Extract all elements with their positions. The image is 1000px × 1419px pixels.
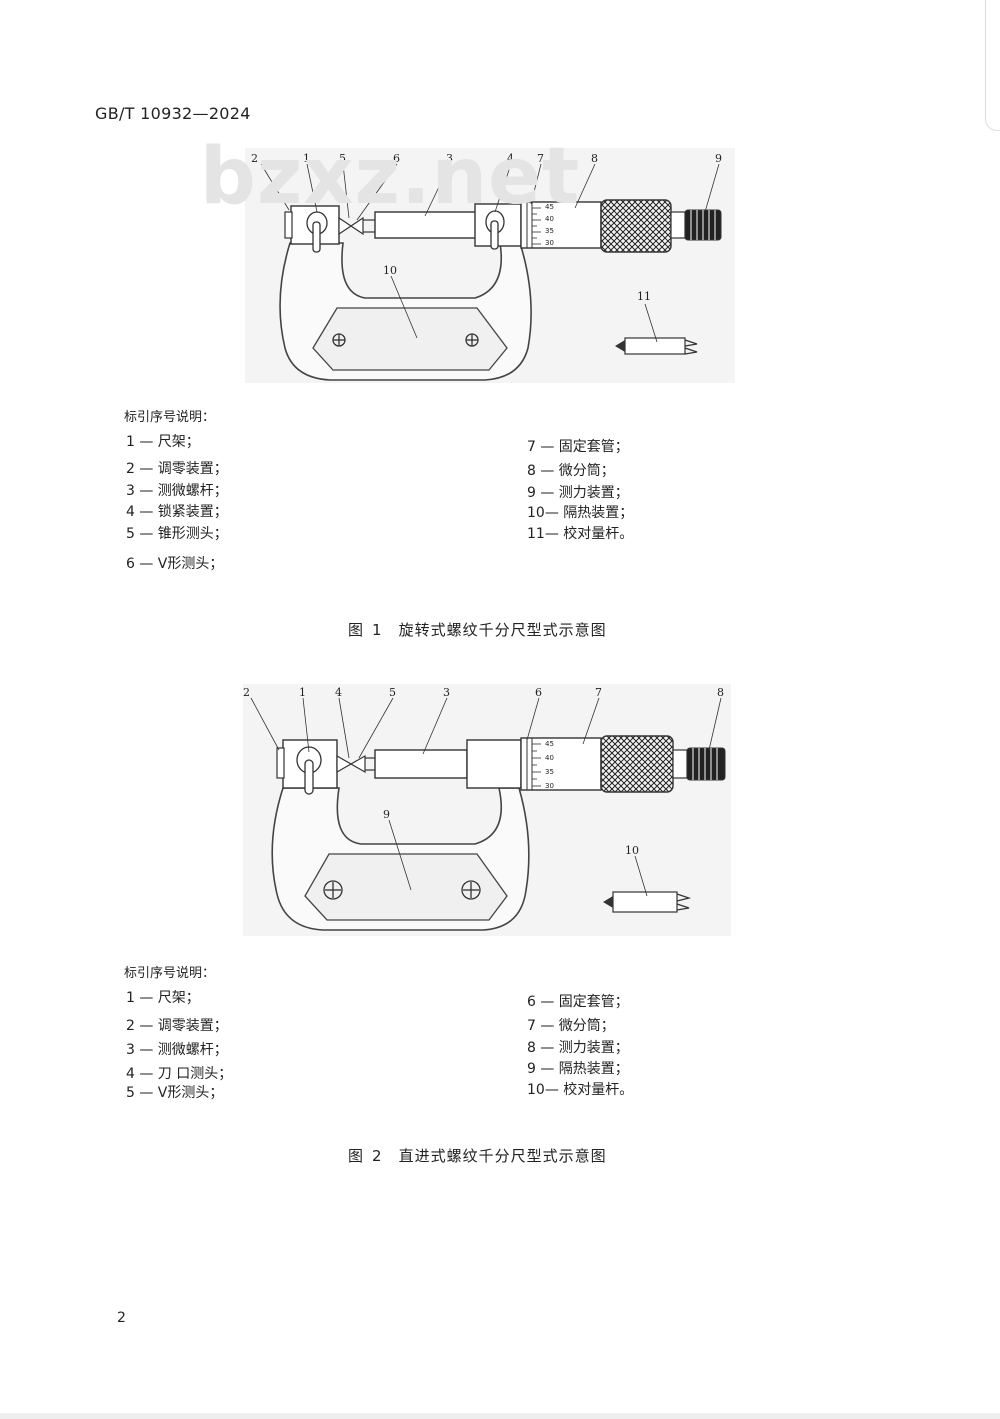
fig2-callout-7: 7 bbox=[595, 686, 602, 699]
fig2-callout-4: 4 bbox=[335, 686, 342, 699]
fig2-callout-3: 3 bbox=[443, 686, 450, 699]
fig1-legend-item: 2 — 调零装置； bbox=[126, 461, 228, 477]
fig1-legend-item: 11— 校对量杆。 bbox=[527, 526, 634, 542]
fig2-legend-item: 7 — 微分筒； bbox=[527, 1018, 615, 1034]
fig2-legend-item: 2 — 调零装置； bbox=[126, 1018, 228, 1034]
fig1-legend-item: 1 — 尺架； bbox=[126, 434, 200, 450]
fig2-scale-45: 45 bbox=[545, 740, 554, 748]
fig2-legend-item: 8 — 测力装置； bbox=[527, 1040, 629, 1056]
fig1-callout-7: 7 bbox=[537, 152, 544, 165]
fig1-callout-8: 8 bbox=[591, 152, 598, 165]
fig1-scale-35: 35 bbox=[545, 227, 554, 235]
fig1-legend-item: 6 — V形测头； bbox=[126, 556, 224, 572]
fig2-legend-item: 4 — 刀 口测头； bbox=[126, 1066, 233, 1082]
fig1-callout-11: 11 bbox=[637, 290, 651, 303]
standard-number: GB/T 10932—2024 bbox=[95, 104, 251, 123]
fig1-callout-9: 9 bbox=[715, 152, 722, 165]
caption-text: 旋转式螺纹千分尺型式示意图 bbox=[398, 621, 607, 639]
fig1-callout-10: 10 bbox=[383, 264, 397, 277]
fig1-legend-title: 标引序号说明： bbox=[124, 410, 216, 425]
fig1-scale-30: 30 bbox=[545, 239, 554, 247]
fig2-callout-5: 5 bbox=[389, 686, 396, 699]
caption-number: 1 bbox=[372, 621, 383, 639]
fig2-scale-30: 30 bbox=[545, 782, 554, 790]
fig1-legend-item: 3 — 测微螺杆； bbox=[126, 483, 228, 499]
fig1-callout-5: 5 bbox=[339, 152, 346, 165]
fig1-scale-45: 45 bbox=[545, 203, 554, 211]
caption-prefix: 图 bbox=[348, 621, 365, 639]
fig2-legend-item: 3 — 测微螺杆； bbox=[126, 1042, 228, 1058]
fig1-callout-3: 3 bbox=[446, 152, 453, 165]
fig2-legend-item: 10— 校对量杆。 bbox=[527, 1082, 634, 1098]
watermark: bzxz.net bbox=[200, 132, 581, 222]
fig2-callout-2: 2 bbox=[243, 686, 250, 699]
fig2-scale-35: 35 bbox=[545, 768, 554, 776]
fig1-callout-4: 4 bbox=[507, 152, 514, 165]
fig1-legend-item: 7 — 固定套管； bbox=[527, 439, 629, 455]
caption-prefix: 图 bbox=[348, 1147, 365, 1165]
fig1-legend-item: 5 — 锥形测头； bbox=[126, 526, 228, 542]
page-number: 2 bbox=[117, 1310, 126, 1326]
fig1-scale-40: 40 bbox=[545, 215, 554, 223]
fig2-callout-1: 1 bbox=[299, 686, 306, 699]
caption-text: 直进式螺纹千分尺型式示意图 bbox=[398, 1147, 607, 1165]
fig1-callout-6: 6 bbox=[393, 152, 400, 165]
fig2-legend-item: 6 — 固定套管； bbox=[527, 994, 629, 1010]
fig2-legend-item: 9 — 隔热装置； bbox=[527, 1061, 629, 1077]
fig2-legend-item: 1 — 尺架； bbox=[126, 990, 200, 1006]
fig1-legend-item: 8 — 微分筒； bbox=[527, 463, 615, 479]
fig2-callout-9: 9 bbox=[383, 808, 390, 821]
page-bottom-edge bbox=[0, 1413, 1000, 1419]
fig2-callout-6: 6 bbox=[535, 686, 542, 699]
figure-1-drawing: 45 40 35 30 bbox=[245, 148, 735, 383]
page-corner-decoration bbox=[985, 0, 1000, 131]
fig2-legend-title: 标引序号说明： bbox=[124, 966, 216, 981]
fig1-callout-2: 2 bbox=[251, 152, 258, 165]
fig1-legend-item: 4 — 锁紧装置； bbox=[126, 504, 228, 520]
fig1-legend-item: 10— 隔热装置； bbox=[527, 505, 634, 521]
fig2-callout-8: 8 bbox=[717, 686, 724, 699]
fig2-scale-40: 40 bbox=[545, 754, 554, 762]
fig2-legend-item: 5 — V形测头； bbox=[126, 1085, 224, 1101]
figure-2-drawing: 45 40 35 30 bbox=[243, 684, 731, 936]
fig1-legend-item: 9 — 测力装置； bbox=[527, 485, 629, 501]
fig1-callout-1: 1 bbox=[303, 152, 310, 165]
caption-number: 2 bbox=[372, 1147, 383, 1165]
fig2-callout-10: 10 bbox=[625, 844, 639, 857]
